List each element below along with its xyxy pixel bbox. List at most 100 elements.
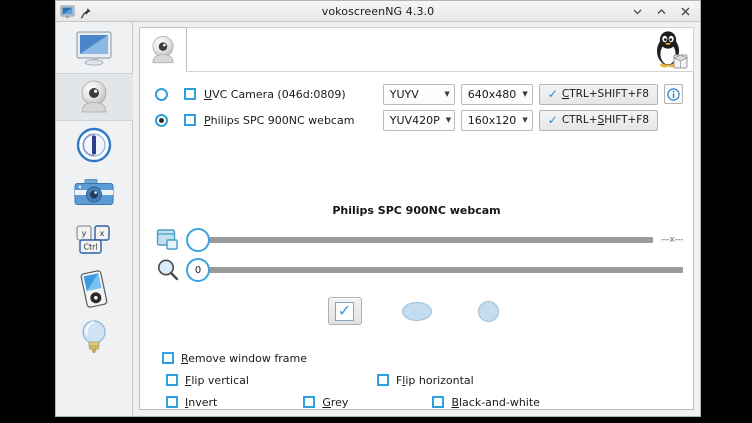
active-device-title: Philips SPC 900NC webcam [332,204,501,217]
ellipse-icon [401,301,432,321]
slider-handle[interactable]: 0 [186,258,210,282]
window-body: y x Ctrl [55,22,700,416]
option-row: Invert Grey Black-and-white [154,391,683,413]
format-select-philips-webcam[interactable]: YUV420P ▼ [382,109,455,131]
chevron-down-icon: ▼ [522,115,528,124]
device-label-philips-webcam: Philips SPC 900NC webcam [204,113,355,127]
pin-icon[interactable] [80,5,92,19]
option-label: Flip vertical [185,373,249,387]
option-label: Invert [185,395,218,409]
ellipse-shape-button[interactable] [400,297,434,325]
option-label: Flip horizontal [395,373,474,387]
resolution-select-philips-webcam[interactable]: 160x120 ▼ [460,109,533,131]
window-controls [631,5,696,18]
check-icon: ✓ [547,87,558,101]
zoom-slider[interactable]: 0 [150,255,683,285]
info-button-uvc-camera[interactable] [664,84,683,104]
option-invert[interactable]: Invert [166,396,217,409]
resolution-select-uvc-camera[interactable]: 640x480 ▼ [460,83,533,105]
checkbox[interactable] [303,396,316,408]
tux-penguin-icon [647,29,689,75]
slider-track[interactable] [207,237,653,243]
options-group: Remove window frame Flip vertical Flip h… [150,347,683,413]
device-checkbox-uvc-camera[interactable] [184,88,196,100]
webcam-icon [81,80,107,113]
sidebar: y x Ctrl [55,22,133,416]
option-label: Remove window frame [181,351,307,365]
slider-handle[interactable] [186,228,210,252]
sidebar-item-info[interactable] [56,313,133,361]
sidebar-item-hotkeys[interactable]: y x Ctrl [56,217,133,265]
sidebar-item-audio[interactable] [56,121,133,169]
chevron-up-icon[interactable] [655,5,668,18]
tab-webcam[interactable] [139,27,187,72]
option-row: Flip vertical Flip horizontal [154,369,683,391]
webcam-settings-pane: UVC Camera (046d:0809) YUYV ▼ 640x480 ▼ … [139,72,694,410]
chevron-down-icon: ▼ [445,115,452,124]
tab-strip-filler [187,27,694,72]
magnifier-icon [154,258,184,282]
format-select-uvc-camera[interactable]: YUYV ▼ [382,83,455,105]
option-remove-window-frame[interactable]: Remove window frame [162,352,307,365]
square-shape-button[interactable]: ✓ [327,297,362,325]
sidebar-item-screencast[interactable] [56,25,133,73]
camera-icon [74,179,114,205]
option-label: Grey [322,395,349,409]
resolution-value: 640x480 [467,87,517,101]
monitor-icon [76,31,112,66]
sidebar-item-webcam[interactable] [55,73,133,121]
sidebar-item-player[interactable] [56,265,133,313]
checkbox[interactable] [376,374,389,386]
checkbox[interactable] [432,396,445,408]
checked-square-icon: ✓ [335,301,354,321]
option-flip-vertical[interactable]: Flip vertical [166,374,249,387]
svg-text:y: y [82,229,87,238]
checkbox[interactable] [166,374,178,386]
svg-text:x: x [100,229,105,238]
device-radio-philips-webcam[interactable] [155,113,168,127]
option-row: Remove window frame [154,347,683,369]
checkbox[interactable] [162,352,174,364]
shortcut-label: CTRL+SHIFT+F8 [561,114,649,126]
chevron-down-icon[interactable] [631,5,644,18]
slider-suffix-label: ---x--- [660,235,683,245]
check-icon: ✓ [547,113,558,127]
device-label-uvc-camera: UVC Camera (046d:0809) [204,87,346,101]
device-row: Philips SPC 900NC webcam YUV420P ▼ 160x1… [150,108,683,132]
resolution-value: 160x120 [467,113,517,127]
shortcut-button-uvc-camera[interactable]: ✓ CTRL+SHIFT+F8 [538,83,658,105]
slider-track[interactable] [207,267,683,273]
webcam-icon [152,35,174,63]
option-black-and-white[interactable]: Black-and-white [432,396,540,409]
sidebar-item-screenshot[interactable] [56,169,133,217]
lightbulb-icon [82,320,106,353]
window-title: vokoscreenNG 4.3.0 [321,4,435,18]
title-bar: vokoscreenNG 4.3.0 [56,1,700,22]
keyboard-keys-icon: y x Ctrl [76,225,110,254]
window-size-slider[interactable]: ---x--- [150,225,683,255]
circle-shape-button[interactable] [472,297,506,325]
device-row: UVC Camera (046d:0809) YUYV ▼ 640x480 ▼ … [150,82,683,106]
close-icon[interactable] [679,5,692,18]
shortcut-button-philips-webcam[interactable]: ✓ CTRL+SHIFT+F8 [538,109,658,131]
circle-icon [478,300,499,322]
option-flip-horizontal[interactable]: Flip horizontal [376,373,474,387]
shortcut-label: CTRL+SHIFT+F8 [561,88,649,100]
option-grey[interactable]: Grey [303,396,348,409]
media-player-icon [80,270,108,308]
device-checkbox-philips-webcam[interactable] [184,114,196,126]
main-panel: UVC Camera (046d:0809) YUYV ▼ 640x480 ▼ … [133,22,700,416]
device-radio-uvc-camera[interactable] [155,87,168,101]
format-value: YUYV [389,87,419,101]
monitor-icon [60,4,75,18]
chevron-down-icon: ▼ [522,89,528,98]
checkbox[interactable] [166,396,178,408]
svg-text:Ctrl: Ctrl [83,243,97,252]
audio-meter-icon [76,127,112,163]
tab-strip [139,26,694,72]
title-bar-left [60,4,92,19]
application-window: vokoscreenNG 4.3.0 [55,0,701,417]
shape-buttons: ✓ [150,297,683,325]
info-icon [667,87,680,101]
